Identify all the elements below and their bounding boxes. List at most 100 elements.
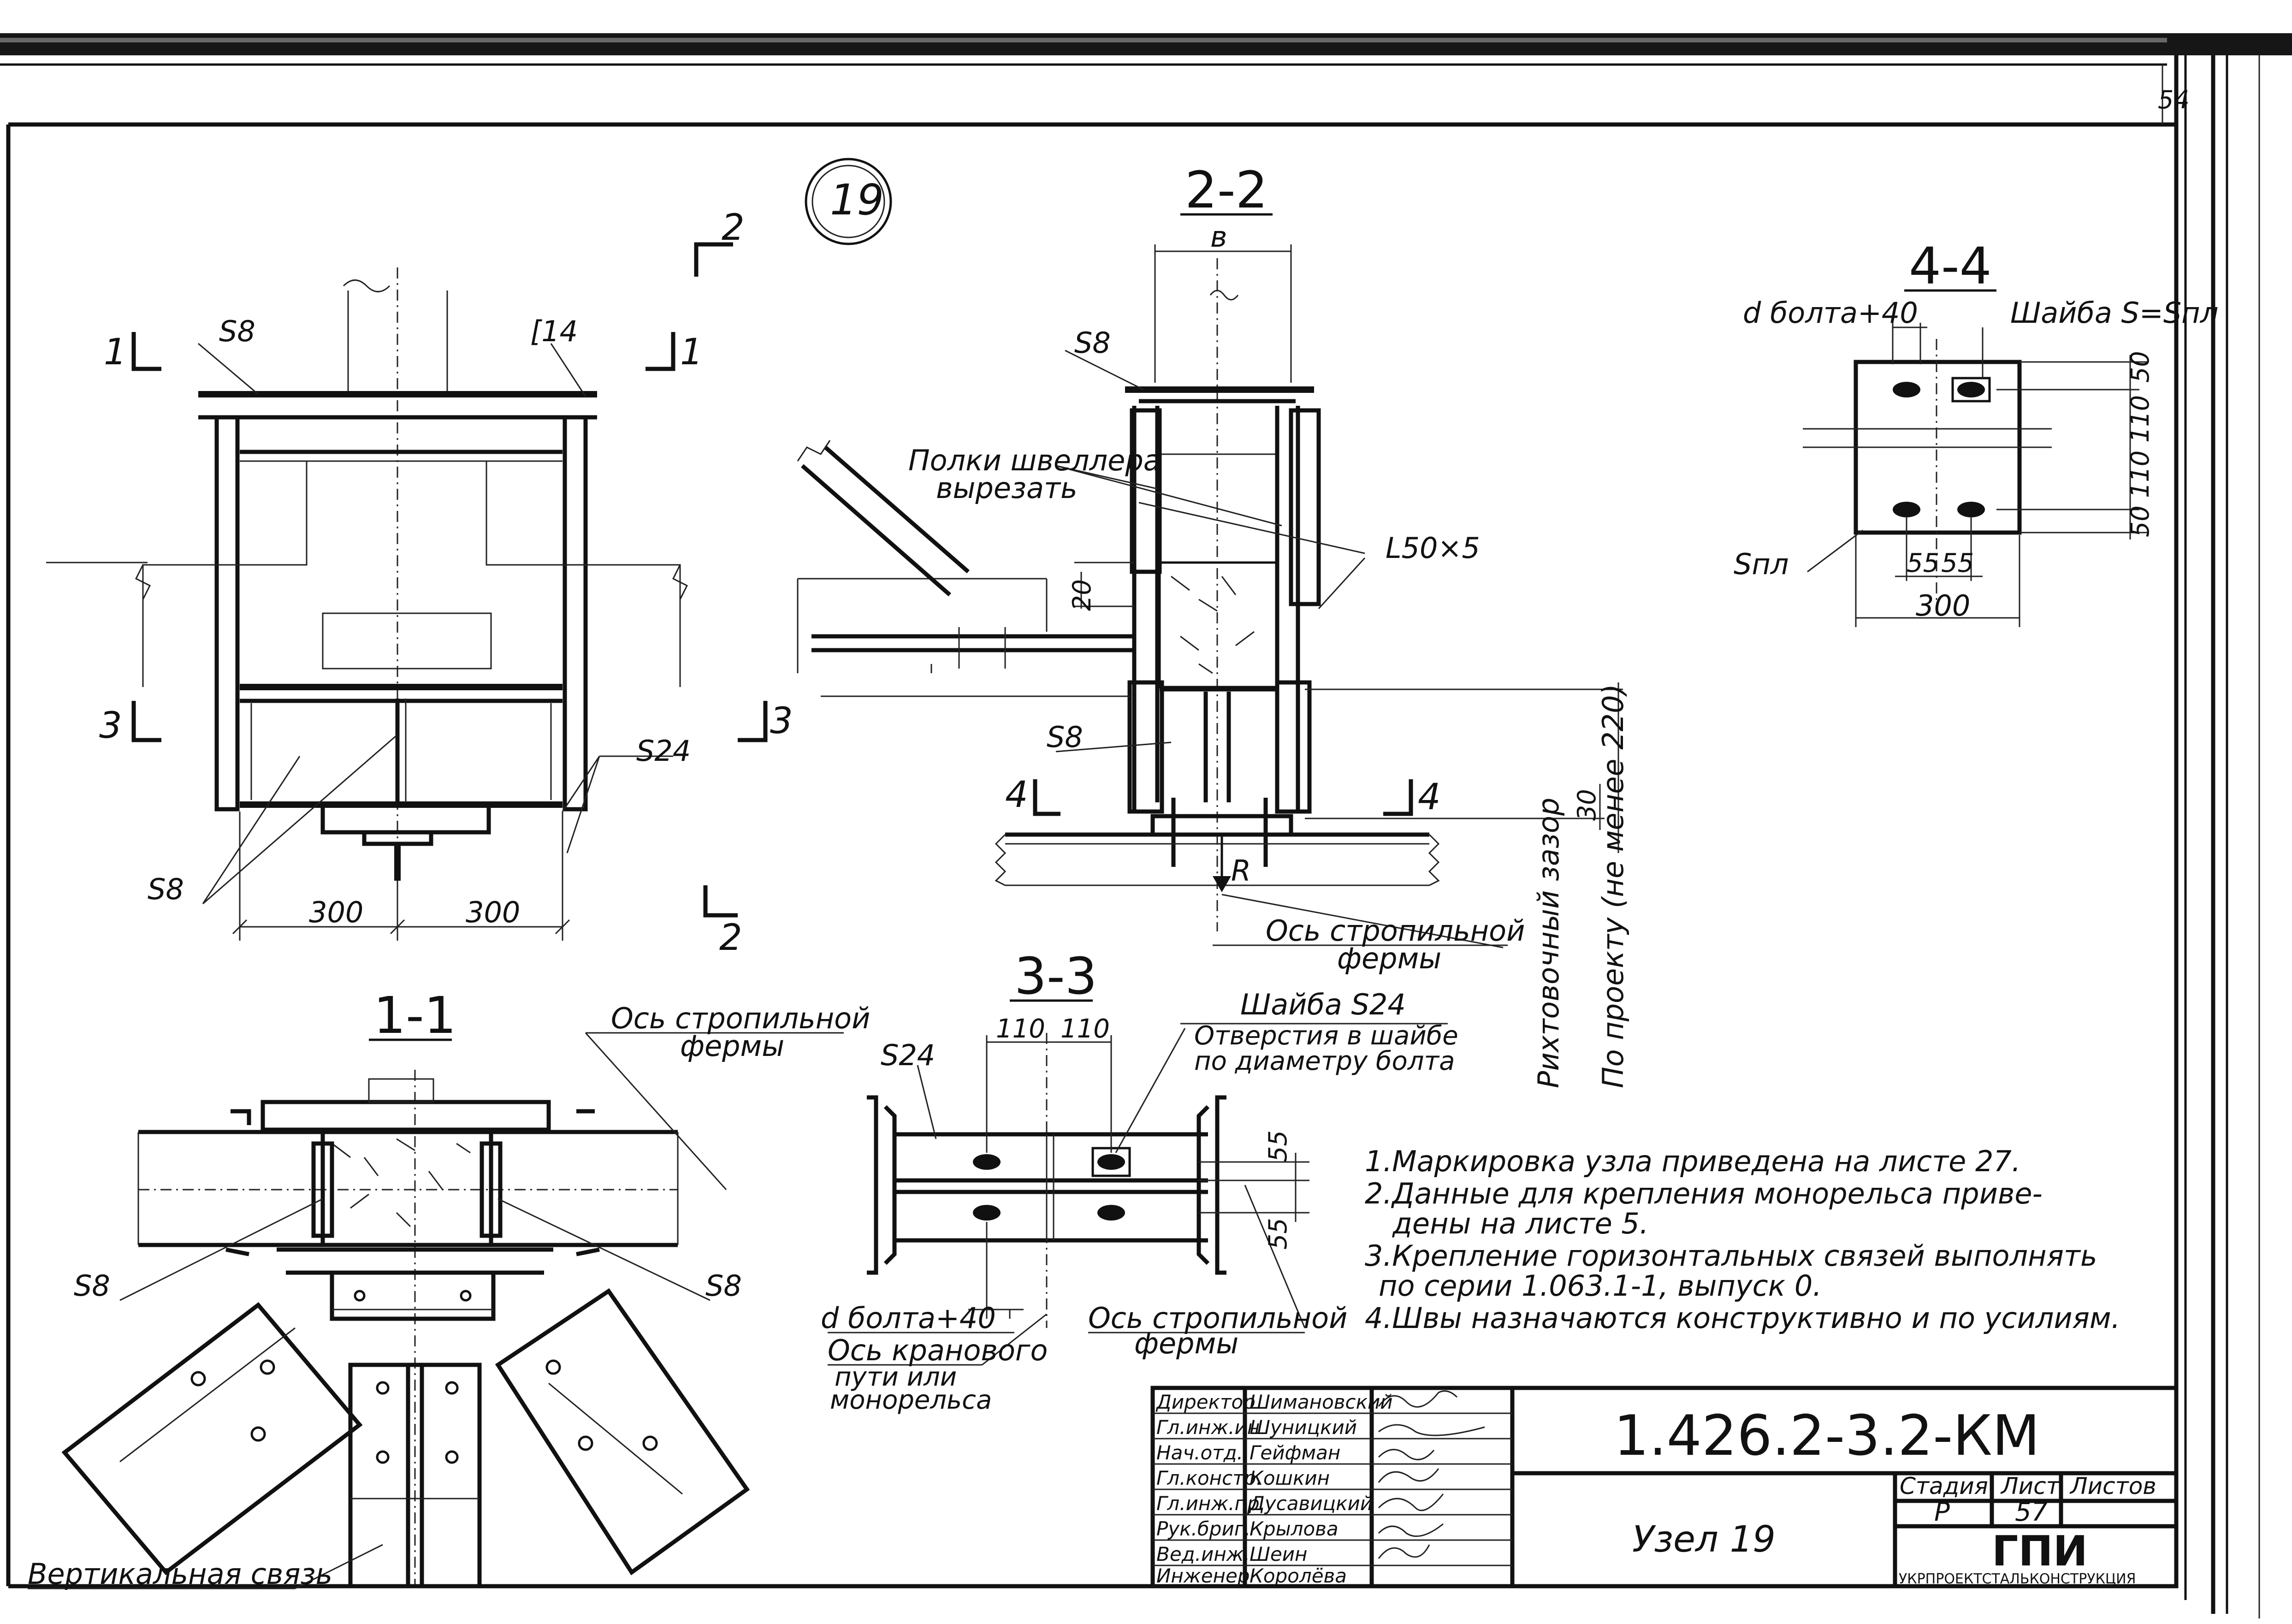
note-4: 4.Швы назначаются конструктивно и по уси…	[1365, 1301, 2120, 1335]
s33-washer-1: Шайба S24	[1240, 988, 1406, 1021]
s11-axis-1: Ось стропильной	[611, 1002, 870, 1035]
tb-name-0: Шимановский	[1250, 1391, 1393, 1413]
tb-role-2: Нач.отд.	[1156, 1441, 1243, 1464]
s44-d110a: 110	[2126, 395, 2155, 443]
s22-shelves-note-2: вырезать	[936, 471, 1078, 505]
sheet-frame	[0, 33, 2292, 1618]
s22-s8-top: S8	[1074, 326, 1111, 360]
tb-sheet-label: Лист	[2000, 1473, 2061, 1500]
s33-crane-3: монорельса	[830, 1385, 992, 1415]
cut-mark-1-left: 1	[104, 332, 127, 373]
cut-mark-4-right: 4	[1418, 776, 1441, 818]
title-block	[1150, 1386, 2179, 1588]
s33-washer-2: Отверстия в шайбе	[1194, 1021, 1458, 1051]
node-number-badge: 19	[805, 158, 892, 245]
note-3: 3.Крепление горизонтальных связей выполн…	[1365, 1239, 2097, 1273]
s44-d110b: 110	[2126, 450, 2155, 498]
tb-drawing-code: 1.426.2-3.2-КМ	[1614, 1404, 2040, 1468]
cut-marks	[131, 242, 1413, 918]
cut-mark-3-left: 3	[99, 705, 122, 747]
s33-axis-1: Ось стропильной	[1088, 1301, 1347, 1335]
s22-dim-220: По проекту (не менее 220)	[1596, 684, 1630, 1088]
tb-name-4: Дусавицкий	[1249, 1492, 1373, 1515]
section-2-2-title: 2-2	[1185, 160, 1268, 219]
s22-shelves-note-1: Полки швеллера	[908, 444, 1161, 477]
tb-name-7: Королёва	[1250, 1565, 1347, 1587]
note-3-cont: по серии 1.063.1-1, выпуск 0.	[1379, 1269, 1822, 1303]
s44-d50a: 50	[2126, 351, 2155, 383]
s22-axis-2: фермы	[1337, 942, 1441, 975]
s22-gap: Рихтовочный зазор	[1532, 798, 1565, 1088]
tb-name-3: Кошкин	[1250, 1467, 1330, 1489]
sheet-corner-mark: 54	[2158, 85, 2190, 114]
cut-mark-1-right: 1	[680, 332, 703, 373]
s44-d300: 300	[1916, 589, 1970, 622]
s22-dim-20: 20	[1067, 579, 1096, 611]
tb-org-full: УКРПРОЕКТСТАЛЬКОНСТРУКЦИЯ	[1899, 1571, 2136, 1587]
s22-force: R	[1231, 854, 1251, 888]
plan-s8-top: S8	[219, 314, 255, 348]
s11-s8-left: S8	[74, 1269, 110, 1303]
s33-d110b: 110	[1060, 1014, 1110, 1044]
tb-org-short: ГПИ	[1992, 1527, 2088, 1576]
s33-d55b: 55	[1263, 1218, 1292, 1250]
tb-role-7: Инженер	[1156, 1565, 1250, 1587]
tb-sheets-label: Листов	[2069, 1473, 2156, 1500]
s22-axis-1: Ось стропильной	[1266, 914, 1525, 948]
tb-role-0: Директор	[1155, 1391, 1256, 1413]
plan-dim-left: 300	[309, 895, 363, 929]
s33-d55a: 55	[1263, 1130, 1292, 1162]
tb-role-4: Гл.инж.пр.	[1156, 1492, 1266, 1515]
section-3-3	[828, 1023, 1448, 1366]
s33-washer-3: по диаметру болта	[1194, 1046, 1455, 1076]
s33-s24: S24	[881, 1038, 935, 1072]
s44-d55b: 55	[1941, 548, 1974, 578]
note-2: 2.Данные для крепления монорельса приве-	[1365, 1177, 2043, 1210]
s44-d55a: 55	[1907, 548, 1939, 578]
tb-role-5: Рук.бриг.	[1156, 1517, 1250, 1540]
plan-channel: [14	[530, 314, 578, 348]
s11-axis-2: фермы	[680, 1029, 784, 1063]
cut-mark-3-right: 3	[770, 700, 793, 742]
s33-bolt: d болта+40	[821, 1301, 996, 1335]
s33-crane-1: Ось кранового	[828, 1334, 1048, 1367]
tb-sheet-value: 57	[2015, 1497, 2048, 1527]
s44-d50b: 50	[2126, 505, 2155, 537]
tb-role-1: Гл.инж.ин	[1156, 1416, 1260, 1439]
s11-s8-right: S8	[705, 1269, 742, 1303]
s33-axis-2: фермы	[1134, 1327, 1238, 1360]
tb-name-6: Шеин	[1250, 1543, 1308, 1565]
general-notes: 1.Маркировка узла приведена на листе 27.…	[1365, 1144, 2120, 1335]
section-4-4	[1803, 323, 2149, 627]
tb-name-1: Шуницкий	[1250, 1416, 1357, 1439]
tb-node-title: Узел 19	[1632, 1519, 1776, 1560]
plan-dim-right: 300	[466, 895, 520, 929]
s44-washer: Шайба S=Sпл	[2010, 296, 2218, 330]
note-2-cont: дены на листе 5.	[1392, 1207, 1649, 1240]
plan-s8-bottom: S8	[148, 872, 184, 906]
cut-mark-4-left: 4	[1005, 774, 1028, 816]
section-3-3-title: 3-3	[1014, 947, 1097, 1006]
plan-s24: S24	[636, 734, 691, 768]
section-1-1-title: 1-1	[373, 986, 456, 1045]
s33-crane-2: пути или	[835, 1362, 957, 1392]
section-1-1	[28, 1032, 844, 1589]
tb-role-3: Гл.констр.	[1156, 1467, 1262, 1489]
plan-view	[46, 267, 688, 941]
cut-mark-2-top: 2	[722, 207, 745, 249]
s22-dim-30: 30	[1572, 789, 1601, 821]
note-1: 1.Маркировка узла приведена на листе 27.	[1365, 1144, 2021, 1178]
s33-d110a: 110	[996, 1014, 1045, 1044]
section-4-4-title: 4-4	[1909, 237, 1992, 296]
s22-angle: L50×5	[1386, 531, 1480, 565]
tb-name-2: Гейфман	[1250, 1441, 1340, 1464]
s44-bolt: d болта+40	[1743, 296, 1918, 330]
tb-name-5: Крылова	[1250, 1517, 1338, 1540]
cut-mark-2-bottom: 2	[719, 917, 742, 959]
tb-stage-label: Стадия	[1900, 1473, 1988, 1500]
tb-role-6: Вед.инж.	[1156, 1543, 1250, 1565]
s22-dim-b: в	[1210, 220, 1227, 254]
s22-s8-mid: S8	[1047, 720, 1083, 754]
tb-stage-value: Р	[1934, 1497, 1950, 1527]
